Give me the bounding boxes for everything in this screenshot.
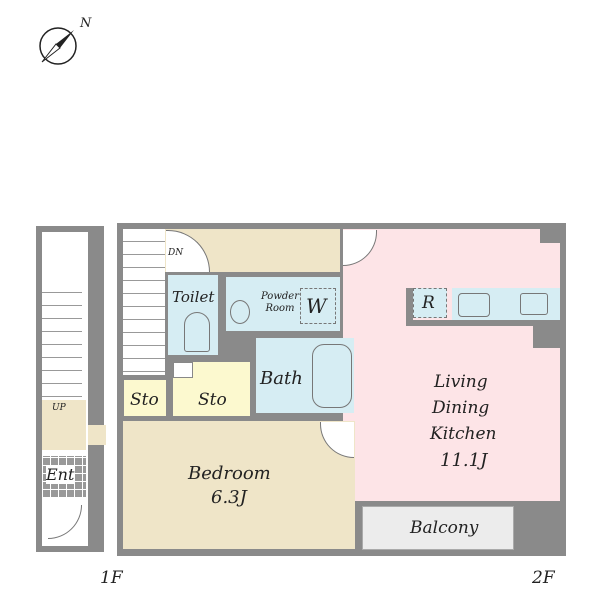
ldk-label-kitchen: Kitchen [430,424,497,444]
storage-box [173,362,193,378]
ldk-label-living: Living [434,372,488,392]
sink-icon [458,293,490,317]
powder-room-label: Powder Room [260,291,299,314]
ldk-label-dining: Dining [432,398,490,418]
refrigerator-label: R [422,293,435,313]
staircase-1f [42,280,82,400]
balcony-label: Balcony [410,518,479,538]
washer-space [300,288,336,324]
kitchen-wall [406,288,413,326]
up-landing [42,400,86,450]
ldk-corner [540,229,560,243]
entrance-label: Ent [46,465,75,485]
toilet-icon [184,312,210,352]
kitchen-wall-bottom [406,320,560,326]
refrigerator-space [413,288,447,318]
1f-niche [88,425,106,445]
dn-label: DN [168,248,184,258]
staircase-2f [123,229,165,375]
north-label: N [80,16,92,31]
washer-label: W [306,294,327,318]
bath-label: Bath [260,368,303,389]
washbasin-icon [230,300,250,324]
balcony [362,506,514,550]
floor-2f-label: 2F [532,568,555,588]
ldk-size: 11.1J [440,450,488,471]
compass-icon [39,27,77,65]
floor-1f-label: 1F [100,568,123,588]
storage-1-label: Sto [130,390,159,410]
stove-icon [520,293,548,315]
up-label: UP [52,403,66,413]
compass: N [36,16,96,70]
toilet-label: Toilet [172,288,215,306]
bedroom-label: Bedroom [188,463,271,484]
storage-2-label: Sto [198,390,227,410]
bathtub-icon [312,344,352,408]
room-ldk [343,229,560,501]
storage-1 [124,380,166,416]
bedroom-size: 6.3J [211,487,247,508]
room-bedroom [123,421,355,549]
pillar [533,326,560,348]
room-bath [256,338,354,413]
